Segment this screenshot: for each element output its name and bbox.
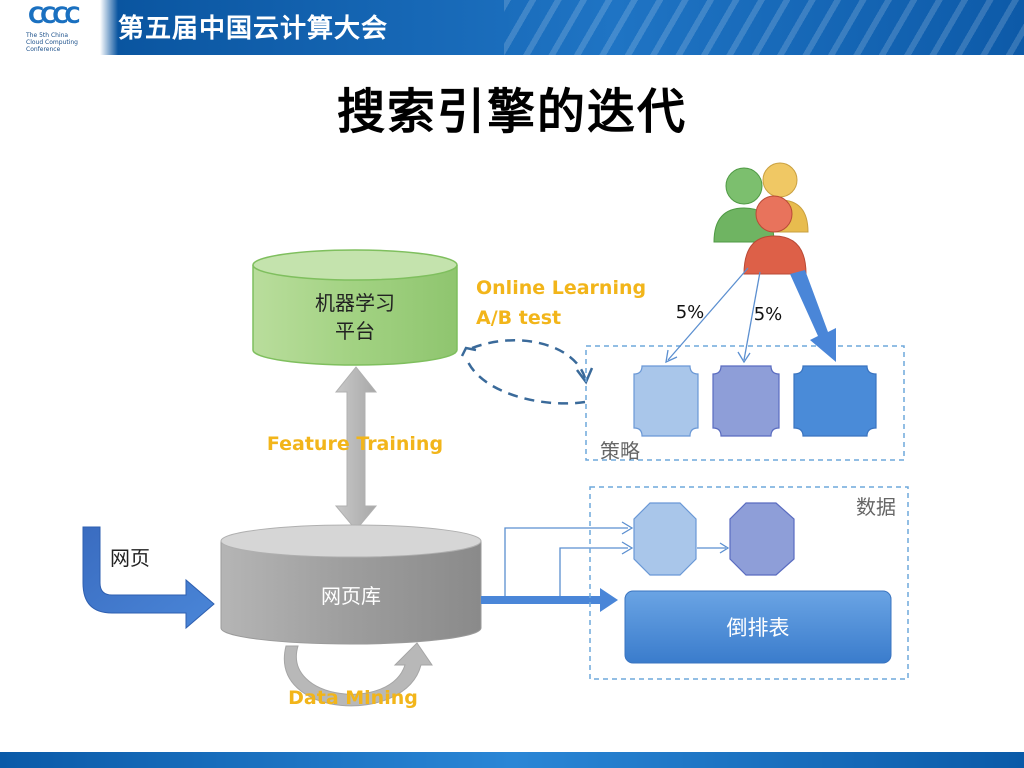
header-bar <box>0 0 1024 55</box>
ml-platform-label-line1: 机器学习 <box>315 291 395 315</box>
data-group-label: 数据 <box>856 495 896 519</box>
online-learning-label-line2: A/B test <box>476 307 561 329</box>
inverted-index-label: 倒排表 <box>727 616 790 640</box>
web-input-arrow <box>82 526 215 630</box>
traffic-split-label-2: 5% <box>754 304 783 325</box>
conference-logo: CCCC The 5th China Cloud Computing Confe… <box>22 4 94 54</box>
strategy-box-1 <box>633 365 699 437</box>
data-node-1 <box>633 502 697 576</box>
web-db-label: 网页库 <box>321 584 381 608</box>
strategy-box-2 <box>712 365 780 437</box>
traffic-arrow-2 <box>737 271 761 364</box>
traffic-arrow-main <box>790 270 836 362</box>
strategy-box-3 <box>793 365 877 437</box>
ml-platform-label-line2: 平台 <box>335 319 375 343</box>
traffic-arrow-1 <box>665 267 749 364</box>
db-to-index-arrow <box>481 588 618 612</box>
db-to-data-connectors <box>504 521 634 596</box>
data-node-2 <box>729 502 795 576</box>
traffic-split-label-1: 5% <box>676 302 705 323</box>
logo-line-1: The 5th China <box>26 32 69 39</box>
conference-title: 第五届中国云计算大会 <box>118 14 389 44</box>
online-learning-label-line1: Online Learning <box>476 277 646 299</box>
data-mining-label: Data Mining <box>288 687 418 709</box>
data-group-box <box>589 486 909 680</box>
web-db-cylinder <box>220 524 482 645</box>
logo-line-2: Cloud Computing <box>26 39 78 46</box>
logo-line-3: Conference <box>26 46 61 53</box>
logo-mark: CCCC <box>28 4 81 29</box>
strategy-group-label: 策略 <box>600 439 640 463</box>
feature-training-label: Feature Training <box>267 433 443 455</box>
inverted-index-box <box>624 590 892 664</box>
slide-title: 搜索引擎的迭代 <box>336 84 687 140</box>
data-node-connector <box>697 542 730 554</box>
online-learning-loop <box>466 339 587 405</box>
header-decoration <box>504 0 1024 55</box>
web-input-label: 网页 <box>110 546 150 570</box>
ml-platform-cylinder <box>252 249 458 366</box>
footer-bar <box>0 752 1024 768</box>
data-mining-arrow <box>283 642 433 707</box>
users-icon <box>713 162 809 275</box>
